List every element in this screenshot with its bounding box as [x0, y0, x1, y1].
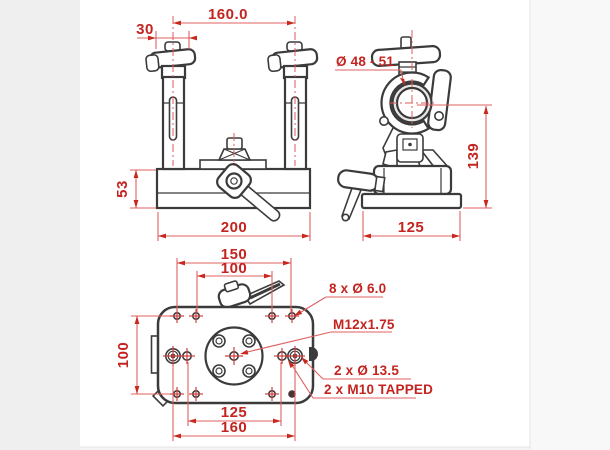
- dim-base-height: 53: [114, 169, 156, 209]
- dim-100-top-label: 100: [221, 260, 248, 277]
- label-through-holes: 2 x Ø 13.5: [301, 357, 411, 380]
- side-base: [360, 164, 463, 210]
- label-tapped-holes: 2 x M10 TAPPED: [288, 360, 433, 399]
- dim-hole-span-inner-top: 100: [196, 260, 273, 312]
- page-margin-bottom: [80, 447, 530, 450]
- dim-125-side-label: 125: [398, 219, 425, 236]
- dim-tapped-span: 125: [187, 362, 282, 426]
- clamp-diameter-text: Ø 48 - 51: [336, 54, 394, 69]
- dim-150-label: 150: [221, 246, 248, 263]
- page-margin-left: [0, 0, 80, 450]
- dim-160-bottom-label: 160: [221, 419, 248, 436]
- label-center-thread: M12x1.75: [240, 317, 395, 355]
- center-thread-text: M12x1.75: [333, 317, 395, 332]
- tapped-holes-text: 2 x M10 TAPPED: [324, 382, 433, 397]
- hole-center-marks: [163, 309, 305, 401]
- dim-160-label: 160.0: [208, 6, 248, 23]
- dim-base-depth: 125: [362, 211, 461, 241]
- dim-overall-height: 139: [417, 104, 492, 209]
- dim-hole-span-outer-top: 150: [176, 246, 292, 312]
- dim-53-label: 53: [114, 180, 131, 198]
- centerlines: [172, 16, 437, 166]
- dim-200-label: 200: [221, 219, 248, 236]
- small-holes-text: 8 x Ø 6.0: [329, 281, 386, 296]
- side-view: [337, 36, 463, 222]
- side-bolt-hole-left: [378, 116, 389, 127]
- bottom-edge-bump: [309, 347, 318, 361]
- dim-base-width: 200: [157, 212, 311, 241]
- label-small-holes: 8 x Ø 6.0: [294, 281, 386, 316]
- side-bolt-hole-right: [433, 111, 444, 122]
- side-lever: [337, 169, 386, 222]
- dim-100-left-label: 100: [115, 342, 132, 369]
- dim-139-label: 139: [465, 143, 482, 170]
- side-clamp-body: [380, 71, 431, 135]
- dim-125-bottom-label: 125: [221, 404, 248, 421]
- side-knuckle: [382, 133, 451, 173]
- boss-bolt-holes: [212, 334, 256, 378]
- dim-wing-width: 30: [136, 21, 197, 49]
- bottom-lever: [217, 280, 286, 309]
- dim-hole-rows: 100: [115, 315, 170, 395]
- bottom-view: [150, 280, 318, 408]
- page-margin-right: [530, 0, 610, 450]
- front-lever: [216, 163, 281, 222]
- dim-30-label: 30: [136, 21, 154, 38]
- dim-post-spacing: 160.0: [173, 6, 295, 26]
- through-holes-text: 2 x Ø 13.5: [334, 363, 399, 378]
- dim-through-span: 160: [172, 364, 296, 441]
- label-clamp-diameter: Ø 48 - 51: [335, 54, 405, 86]
